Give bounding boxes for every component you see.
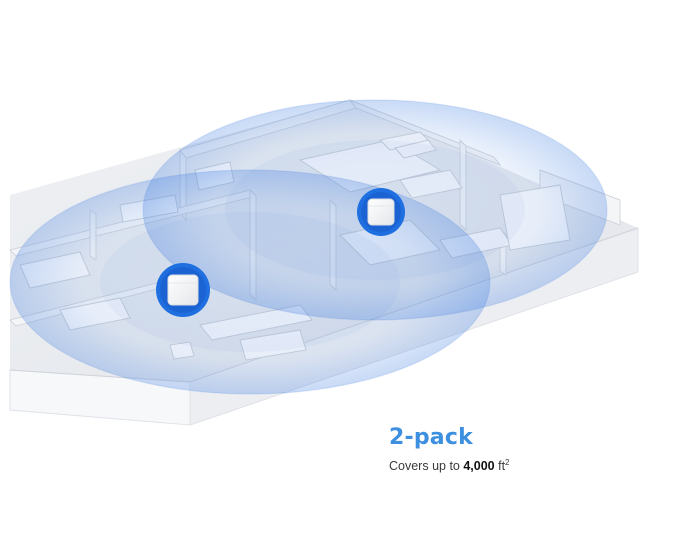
wifi-coverage	[9, 99, 608, 395]
coverage-prefix: Covers up to	[389, 459, 464, 474]
coverage-value: 4,000	[463, 459, 495, 474]
pack-caption: 2-pack Covers up to 4,000 ft2	[389, 425, 510, 473]
pack-title: 2-pack	[389, 425, 473, 450]
coverage-text: Covers up to 4,000 ft2	[389, 458, 510, 473]
mesh-unit-upper	[357, 188, 405, 236]
coverage-unit: ft	[494, 459, 506, 474]
mesh-unit-lower	[156, 263, 210, 317]
coverage-exponent: 2	[505, 458, 510, 467]
